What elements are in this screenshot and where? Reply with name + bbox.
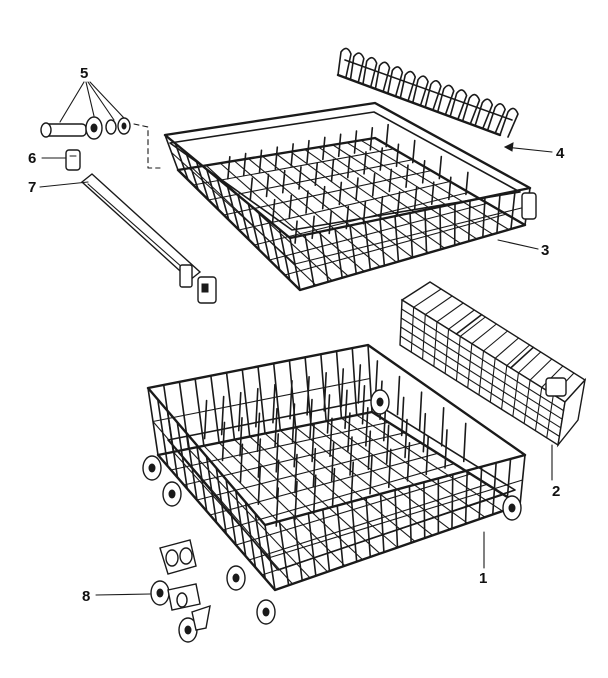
leader-lines <box>39 81 553 596</box>
callout-4: 4 <box>556 145 565 162</box>
upper-rack <box>163 101 537 292</box>
callout-6: 6 <box>28 150 36 167</box>
callout-5: 5 <box>80 65 88 82</box>
rail-clip <box>65 149 81 171</box>
axle-parts <box>40 116 161 169</box>
callout-2: 2 <box>552 483 560 500</box>
callout-8: 8 <box>82 588 90 605</box>
callout-7: 7 <box>28 179 36 196</box>
callout-3: 3 <box>541 242 549 259</box>
lower-rack <box>142 343 527 625</box>
silverware-basket <box>399 281 587 448</box>
callout-1: 1 <box>479 570 487 587</box>
side-rail <box>80 173 217 304</box>
cup-shelf <box>336 47 519 138</box>
loose-wheel-assemblies <box>150 539 211 643</box>
